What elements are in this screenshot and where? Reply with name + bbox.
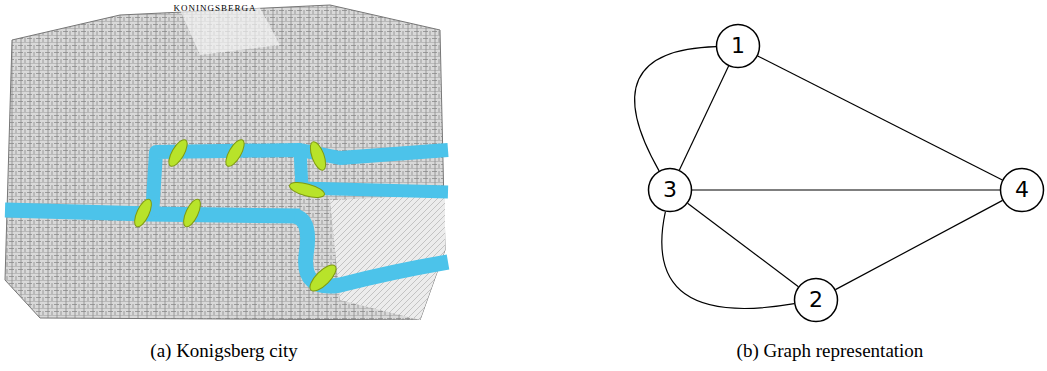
vertex-circle	[649, 169, 692, 212]
graph-vertex: 4	[999, 167, 1045, 213]
vertex-circle	[1001, 169, 1044, 212]
vertex-circle	[795, 279, 838, 322]
subfigure-caption: (b) Graph representation	[737, 340, 924, 362]
map-title: KONINGSBERGA	[173, 3, 256, 13]
graph-edge	[758, 56, 1003, 180]
vertex-number: 3	[663, 179, 677, 201]
bridge	[131, 197, 155, 229]
open-square	[180, 8, 280, 55]
bridge	[165, 137, 190, 169]
graph-edge	[692, 189, 1000, 190]
fields-area	[330, 195, 445, 320]
subfigure-caption: (a) Konigsberg city	[150, 340, 297, 362]
bridge	[306, 261, 340, 295]
vertex-number: 4	[1015, 179, 1029, 201]
bridge	[288, 180, 326, 201]
city-map-illustration	[0, 0, 450, 320]
graph-edge	[635, 47, 716, 171]
vertex-number: 2	[809, 289, 823, 311]
vertex-number: 1	[731, 35, 745, 57]
bridge	[180, 197, 204, 229]
graph-edge	[835, 200, 1002, 289]
bridges	[131, 137, 340, 295]
graph-edge	[679, 66, 728, 170]
graph-vertex: 3	[647, 167, 693, 213]
vertex-circle	[717, 25, 760, 68]
graph-edge	[662, 212, 795, 309]
bridge	[222, 137, 247, 169]
graph-vertex: 2	[793, 277, 839, 323]
bridge	[307, 140, 329, 172]
graph-edge	[688, 203, 799, 287]
graph-vertex: 1	[715, 23, 761, 69]
